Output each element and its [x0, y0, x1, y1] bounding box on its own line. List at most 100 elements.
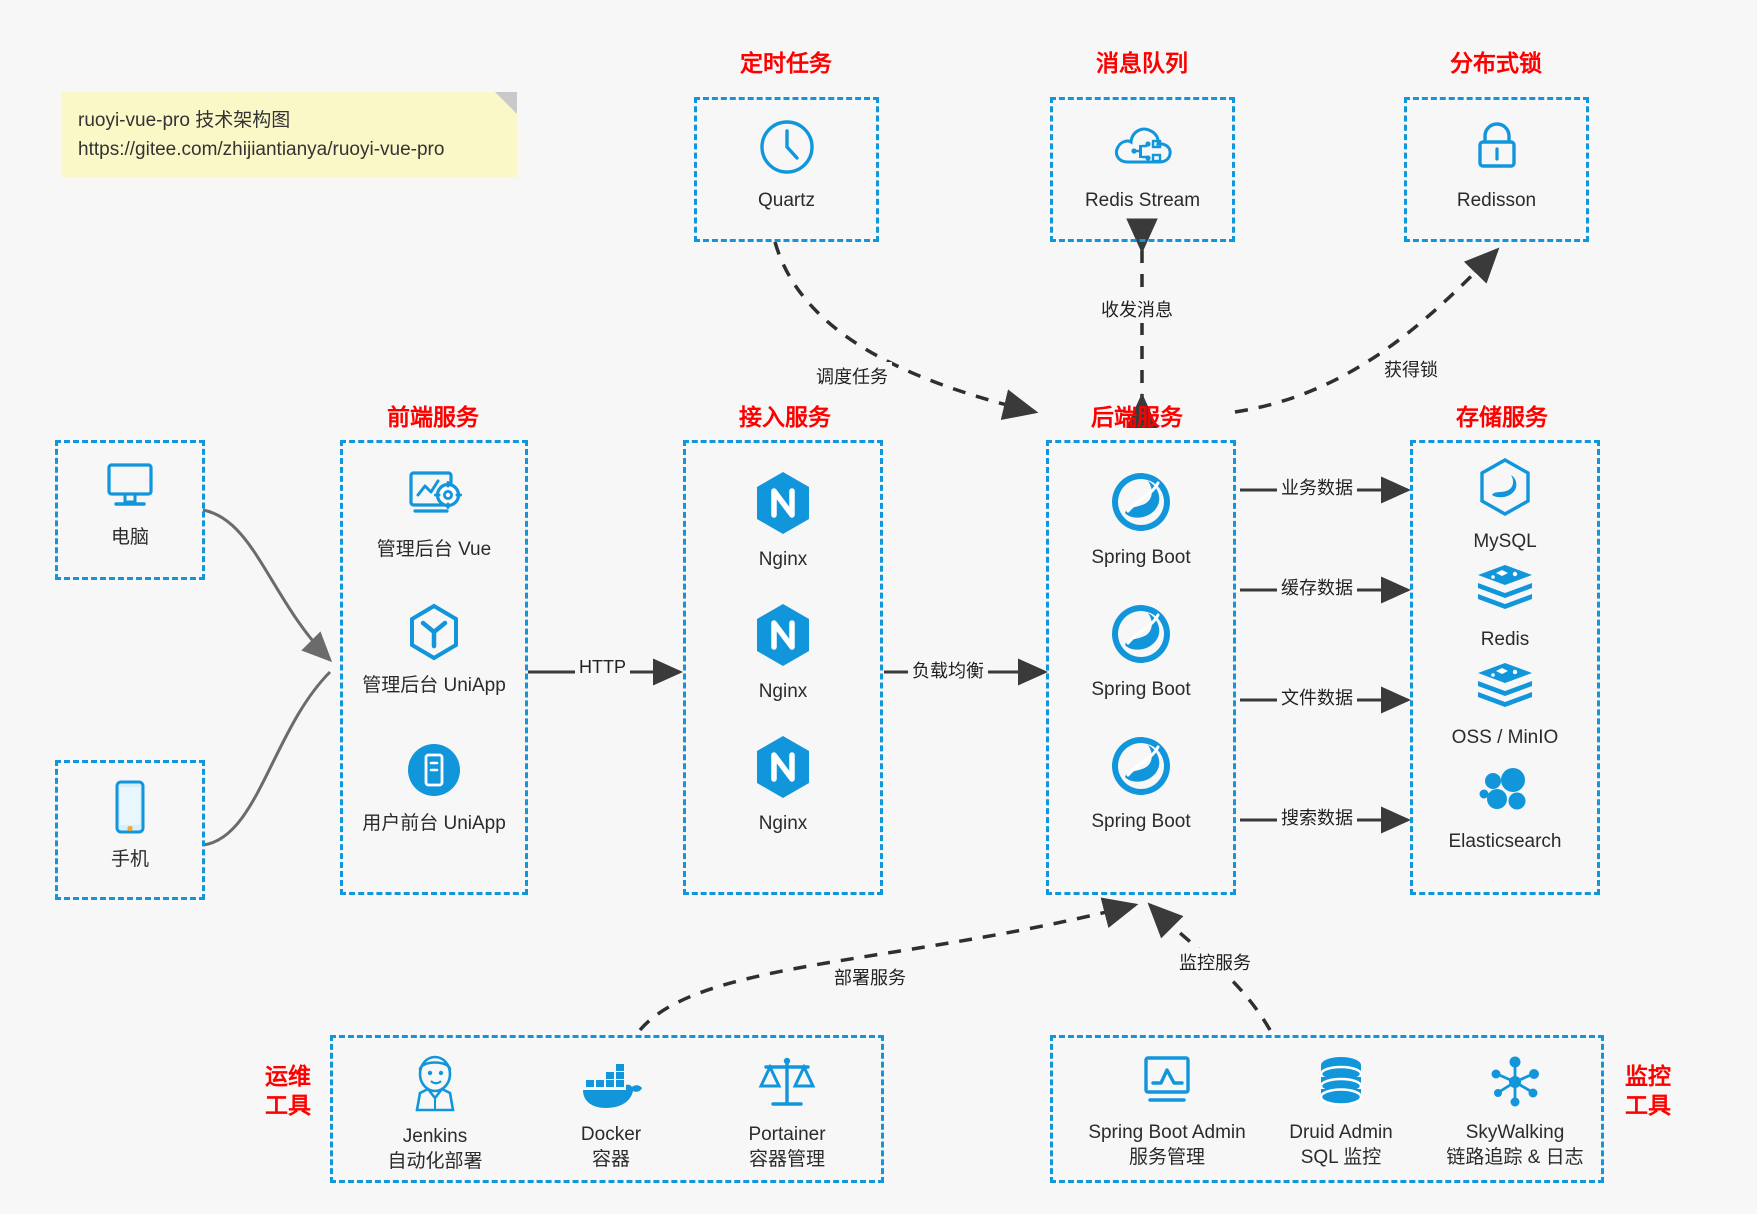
node-label: Spring Boot [1091, 811, 1191, 832]
group-distributed-lock[interactable]: Redisson [1404, 97, 1589, 242]
group-backend[interactable]: Spring Boot Spring Boot Spring Boot [1046, 440, 1236, 895]
node-sublabel: 容器管理 [748, 1148, 825, 1170]
desktop-monitor-icon [100, 459, 160, 520]
edge-label-monitor-service: 监控服务 [1175, 948, 1255, 976]
group-title-storage: 存储服务 [1456, 404, 1548, 430]
edge-label-search-data: 搜索数据 [1277, 803, 1357, 831]
group-title-distributed-lock: 分布式锁 [1450, 50, 1542, 76]
node-sublabel: SQL 监控 [1300, 1146, 1382, 1168]
group-title-gateway: 接入服务 [739, 404, 831, 430]
node-label: Nginx [758, 549, 808, 570]
node-user-uniapp[interactable]: 用户前台 UniApp [343, 739, 525, 837]
node-label: 用户前台 UniApp [362, 813, 506, 834]
group-title-frontend: 前端服务 [387, 404, 479, 430]
group-client-pc[interactable]: 电脑 [55, 440, 205, 580]
smartphone-icon [105, 779, 155, 842]
node-admin-uniapp[interactable]: 管理后台 UniApp [343, 601, 525, 699]
node-druid-admin[interactable]: Druid Admin SQL 监控 [1261, 1054, 1421, 1170]
node-spring-boot-admin[interactable]: Spring Boot Admin 服务管理 [1067, 1052, 1267, 1170]
node-label: Spring Boot Admin [1088, 1122, 1246, 1143]
node-pc[interactable]: 电脑 [58, 459, 202, 551]
node-label: Docker [580, 1124, 642, 1145]
edge-label-schedule-task: 调度任务 [812, 362, 892, 390]
group-gateway[interactable]: Nginx Nginx Nginx [683, 440, 883, 895]
node-skywalking[interactable]: SkyWalking 链路追踪 & 日志 [1425, 1054, 1605, 1170]
node-mysql[interactable]: MySQL [1413, 457, 1597, 555]
node-redisson[interactable]: Redisson [1407, 116, 1586, 214]
node-redis-stream[interactable]: Redis Stream [1053, 116, 1232, 214]
node-admin-vue[interactable]: 管理后台 Vue [343, 465, 525, 563]
node-spring-boot-2[interactable]: Spring Boot [1049, 601, 1233, 703]
node-sublabel: 服务管理 [1128, 1146, 1205, 1168]
node-label: Quartz [757, 190, 816, 211]
node-nginx-2[interactable]: Nginx [686, 601, 880, 705]
mobile-app-circle-icon [403, 739, 465, 806]
edge-label-file-data: 文件数据 [1277, 683, 1357, 711]
node-nginx-3[interactable]: Nginx [686, 733, 880, 837]
note-fold-corner [495, 92, 517, 114]
edge-mobile-to-frontend [202, 670, 332, 847]
edge-label-http: HTTP [575, 656, 630, 679]
group-storage[interactable]: MySQL Redis [1410, 440, 1600, 895]
edge-label-acquire-lock: 获得锁 [1380, 355, 1442, 383]
node-spring-boot-3[interactable]: Spring Boot [1049, 733, 1233, 835]
node-label: Redisson [1456, 190, 1537, 211]
mysql-dolphin-icon [1476, 457, 1534, 524]
ops-title-line2: 工具 [265, 1092, 311, 1119]
redis-stack-icon [1474, 659, 1536, 720]
node-label: 管理后台 UniApp [362, 675, 506, 696]
node-label: Spring Boot [1091, 679, 1191, 700]
group-monitor-tools[interactable]: Spring Boot Admin 服务管理 Druid Admin SQL 监… [1050, 1035, 1604, 1183]
group-message-queue[interactable]: Redis Stream [1050, 97, 1235, 242]
group-client-mobile[interactable]: 手机 [55, 760, 205, 900]
edge-label-load-balance: 负载均衡 [908, 656, 988, 684]
node-redis[interactable]: Redis [1413, 561, 1597, 653]
elasticsearch-icon [1475, 763, 1535, 824]
group-title-scheduled-task: 定时任务 [740, 50, 832, 76]
group-title-message-queue: 消息队列 [1096, 50, 1188, 76]
edge-label-deploy-service: 部署服务 [830, 963, 910, 991]
database-cylinder-icon [1312, 1054, 1370, 1115]
jenkins-butler-icon [406, 1052, 464, 1119]
clock-icon [756, 116, 818, 183]
edge-acquire-lock [1234, 247, 1500, 414]
nginx-icon [752, 733, 814, 806]
monitor-title-line1: 监控 [1625, 1063, 1671, 1089]
group-frontend[interactable]: 管理后台 Vue 管理后台 UniApp 用户前台 U [340, 440, 528, 895]
node-label: Redis Stream [1084, 190, 1201, 211]
node-oss-minio[interactable]: OSS / MinIO [1413, 659, 1597, 751]
node-nginx-1[interactable]: Nginx [686, 469, 880, 573]
docker-whale-icon [579, 1060, 643, 1117]
node-docker[interactable]: Docker 容器 [531, 1060, 691, 1172]
spring-boot-icon [1108, 601, 1174, 672]
node-label: Nginx [758, 813, 808, 834]
node-mobile[interactable]: 手机 [58, 779, 202, 873]
spring-boot-icon [1108, 469, 1174, 540]
spring-boot-icon [1108, 733, 1174, 804]
ops-title-line1: 运维 [265, 1063, 311, 1089]
node-elasticsearch[interactable]: Elasticsearch [1413, 763, 1597, 855]
cloud-stream-icon [1110, 116, 1176, 183]
monitor-chart-icon [1136, 1052, 1198, 1115]
node-label: SkyWalking [1465, 1122, 1565, 1143]
note-title: ruoyi-vue-pro 技术架构图 [78, 110, 291, 131]
node-label: Portainer [748, 1124, 826, 1145]
node-portainer[interactable]: Portainer 容器管理 [707, 1052, 867, 1172]
padlock-icon [1466, 116, 1528, 183]
node-jenkins[interactable]: Jenkins 自动化部署 [355, 1052, 515, 1174]
edge-label-business-data: 业务数据 [1277, 473, 1357, 501]
node-spring-boot-1[interactable]: Spring Boot [1049, 469, 1233, 571]
node-label: Redis [1480, 629, 1530, 650]
edge-label-send-receive-message: 收发消息 [1097, 295, 1177, 323]
node-label: 管理后台 Vue [376, 539, 492, 560]
node-label: Elasticsearch [1448, 831, 1562, 852]
nginx-icon [752, 469, 814, 542]
node-quartz[interactable]: Quartz [697, 116, 876, 214]
note-url: https://gitee.com/zhijiantianya/ruoyi-vu… [78, 139, 445, 161]
group-ops-tools[interactable]: Jenkins 自动化部署 Docker 容器 [330, 1035, 884, 1183]
node-label: 电脑 [110, 527, 149, 548]
group-scheduled-task[interactable]: Quartz [694, 97, 879, 242]
edge-pc-to-frontend [202, 508, 333, 663]
group-title-ops-tools: 运维 工具 [258, 1062, 318, 1121]
node-label: 手机 [110, 849, 149, 870]
